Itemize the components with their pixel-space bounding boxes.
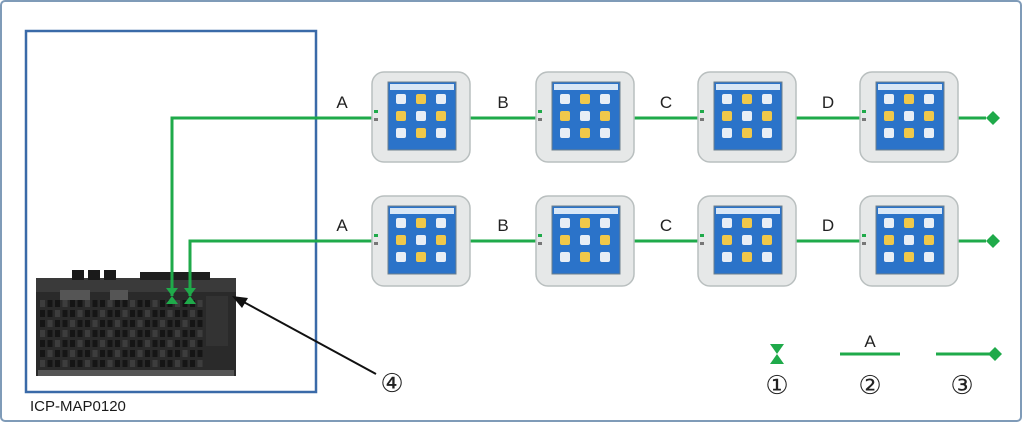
line-end-diamond-row-2 bbox=[986, 234, 1000, 248]
keypad bbox=[859, 71, 959, 163]
segment-label-row-2-c: C bbox=[660, 216, 672, 235]
keypad bbox=[697, 71, 797, 163]
segment-labels-row-1: A B C D bbox=[336, 93, 834, 112]
legend-segment-label: A bbox=[864, 332, 876, 351]
segment-label-row-1-c: C bbox=[660, 93, 672, 112]
legend: ① A ② ③ bbox=[765, 332, 1002, 401]
keypad bbox=[535, 71, 635, 163]
legend-number-1: ① bbox=[765, 371, 788, 401]
segment-label-row-2-d: D bbox=[822, 216, 834, 235]
panel-label: ICP-MAP0120 bbox=[30, 398, 126, 415]
line-end-diamond-row-1 bbox=[986, 111, 1000, 125]
segment-label-row-1-d: D bbox=[822, 93, 834, 112]
segment-label-row-1-b: B bbox=[497, 93, 508, 112]
panel-connector-1 bbox=[166, 288, 178, 304]
panel-connector-2 bbox=[184, 288, 196, 304]
segment-labels-row-2: A B C D bbox=[336, 216, 834, 235]
panel-connectors bbox=[166, 288, 196, 304]
keypads bbox=[371, 71, 959, 287]
bus-wiring bbox=[170, 116, 986, 296]
legend-hourglass-connector-icon bbox=[770, 344, 784, 364]
bus-line-row-1-feed bbox=[170, 116, 372, 296]
control-panel bbox=[36, 270, 236, 376]
segment-label-row-2-b: B bbox=[497, 216, 508, 235]
legend-number-2: ② bbox=[858, 371, 881, 401]
legend-line-end-diamond-icon bbox=[988, 347, 1002, 361]
panel-enclosure-box bbox=[24, 29, 318, 394]
segment-label-row-1-a: A bbox=[336, 93, 348, 112]
keypad bbox=[535, 195, 635, 287]
legend-number-3: ③ bbox=[950, 371, 973, 401]
keypad bbox=[371, 195, 471, 287]
keypad bbox=[697, 195, 797, 287]
keypad bbox=[859, 195, 959, 287]
callout-4: ④ bbox=[232, 296, 404, 399]
keypad bbox=[371, 71, 471, 163]
bus-line-row-2-feed bbox=[188, 239, 372, 296]
segment-label-row-2-a: A bbox=[336, 216, 348, 235]
callout-number-4: ④ bbox=[380, 369, 403, 399]
